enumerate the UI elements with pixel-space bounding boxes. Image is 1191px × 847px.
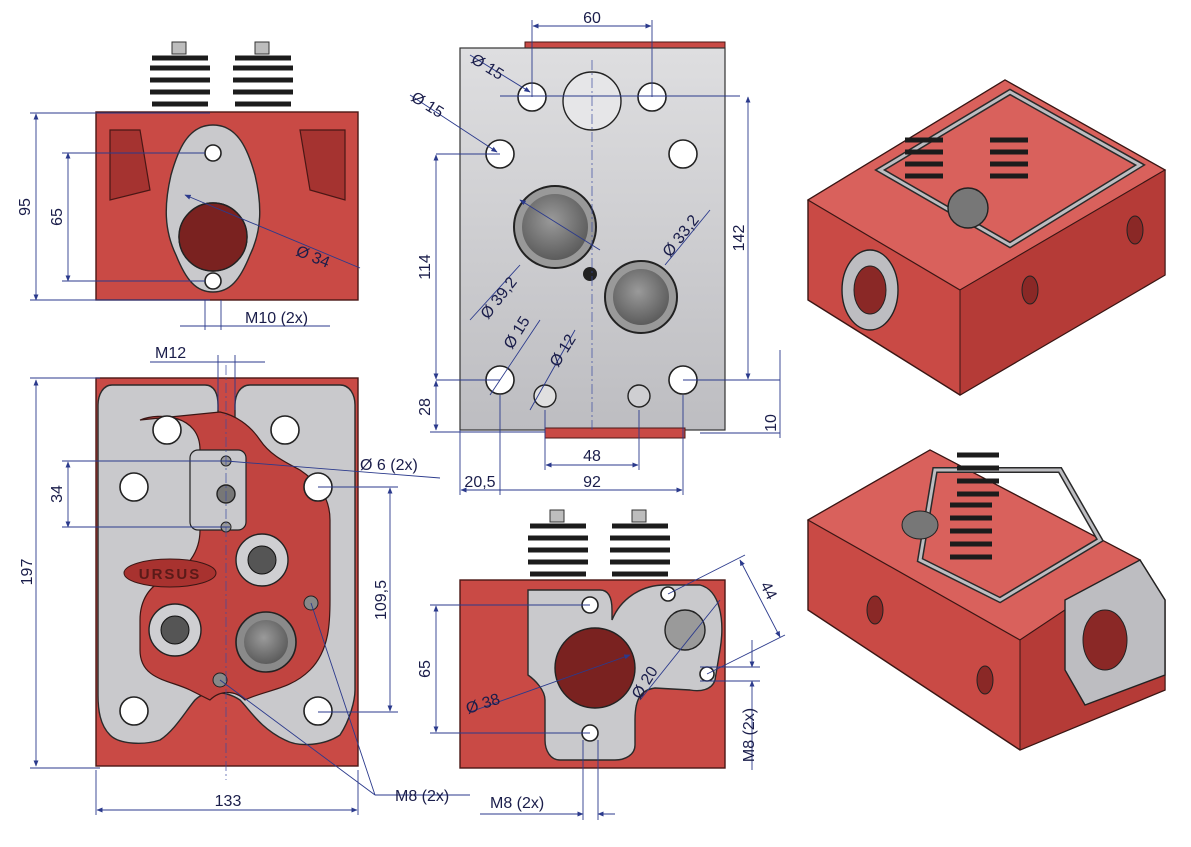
dim-109-5: 109,5 (373, 580, 390, 620)
dim-48: 48 (583, 448, 601, 465)
dim-197: 197 (19, 559, 36, 586)
dim-hole-15-b: Ø 15 (408, 89, 447, 122)
dim-m8-bottom: M8 (2x) (490, 795, 544, 812)
dim-114: 114 (417, 254, 434, 280)
dim-m12: M12 (155, 345, 186, 362)
cylinder-head-iso-bottom-icon (806, 449, 1166, 751)
ursus-logo: URSUS (139, 566, 202, 583)
dim-142: 142 (731, 225, 748, 252)
dim-m8-bottom-left: M8 (2x) (395, 788, 449, 805)
dim-133: 133 (215, 793, 242, 810)
dim-34: 34 (49, 485, 66, 503)
dim-95: 95 (17, 198, 34, 216)
dim-92: 92 (583, 474, 601, 491)
dim-60: 60 (583, 10, 601, 27)
valve-springs-center-bottom (528, 509, 670, 577)
dim-m10: M10 (2x) (245, 310, 308, 327)
dim-65-top: 65 (49, 208, 66, 226)
dim-20-5: 20,5 (464, 474, 495, 491)
cylinder-head-iso-top-icon (806, 79, 1167, 396)
valve-springs-top-left (150, 41, 293, 107)
view-center-top: 60 Ø 15 Ø 15 114 28 142 10 Ø 39,2 Ø 33,2… (408, 10, 781, 495)
dim-10: 10 (763, 414, 780, 432)
view-center-bottom: 65 Ø 38 Ø 20 44 M8 (2x) M8 (2x) (417, 509, 786, 820)
dim-44: 44 (756, 579, 779, 603)
dim-m8-side: M8 (2x) (741, 708, 758, 762)
dim-28: 28 (417, 398, 434, 416)
view-bottom-left: URSUS M12 197 34 Ø 6 (2x) 109,5 133 M8 (… (19, 345, 470, 815)
dim-pin-6: Ø 6 (2x) (360, 457, 418, 474)
dim-65-side: 65 (417, 660, 434, 678)
view-top-left: 95 65 Ø 34 M10 (2x) (17, 41, 361, 330)
